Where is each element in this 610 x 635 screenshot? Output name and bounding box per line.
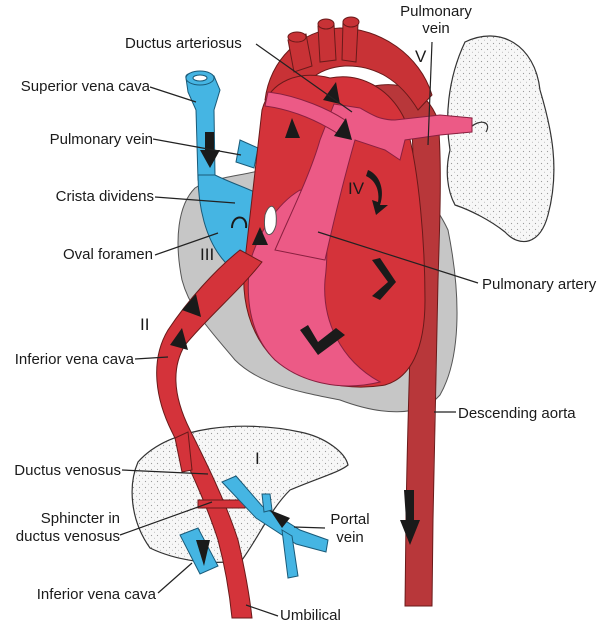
- label-inferior-vena-cava-upper: Inferior vena cava: [14, 351, 134, 368]
- label-oval-foramen: Oval foramen: [62, 246, 153, 263]
- crista-hook: [231, 216, 248, 229]
- lung: [446, 35, 555, 242]
- arrow-lv-up: [285, 118, 300, 138]
- flow-arrows: [170, 82, 420, 566]
- label-portal-vein-line2: vein: [336, 529, 364, 546]
- ductus-venosus-branch: [174, 431, 193, 473]
- label-portal-vein-line1: Portal: [330, 511, 370, 528]
- pulmonary-trunk: [274, 103, 473, 261]
- arrow-ra: [252, 227, 268, 245]
- label-pulmonary-vein-top-line2: vein: [422, 20, 450, 37]
- numeral-iii: III: [200, 245, 215, 264]
- label-ductus-arteriosus: Ductus arteriosus: [125, 35, 242, 52]
- arrow-ivc-lower: [196, 540, 210, 566]
- great-vessel-2: [317, 23, 337, 63]
- superior-vena-cava: [185, 71, 221, 181]
- arrow-svc: [200, 132, 220, 168]
- portal-vein-vessel: [221, 475, 329, 553]
- arrow-lv-right: [366, 170, 388, 215]
- numeral-iv: IV: [348, 179, 365, 198]
- label-inferior-vena-cava-lower: Inferior vena cava: [36, 586, 156, 603]
- numeral-v: V: [415, 47, 427, 66]
- arrow-lv-lower: [372, 258, 396, 300]
- sphincter-branch: [197, 499, 246, 509]
- portal-vein-branch-2: [281, 529, 299, 579]
- label-sphincter-line1: Sphincter in: [40, 510, 120, 527]
- label-ductus-venosus: Ductus venosus: [14, 462, 121, 479]
- leader-lines: [119, 41, 479, 617]
- label-pulmonary-artery: Pulmonary artery: [482, 276, 597, 293]
- arrow-arch: [323, 82, 340, 104]
- label-sphincter-line2: ductus venosus: [15, 528, 120, 545]
- portal-vein-branch-1: [261, 493, 273, 513]
- label-superior-vena-cava: Superior vena cava: [20, 78, 150, 95]
- great-vessel-3: [341, 21, 359, 63]
- label-umbilical: Umbilical: [280, 607, 341, 624]
- arrow-ivc-mid: [182, 294, 201, 317]
- label-descending-aorta: Descending aorta: [458, 405, 576, 422]
- oval-foramen-hole: [263, 205, 277, 235]
- arrow-portal: [270, 510, 290, 528]
- label-pulmonary-vein-top-line1: Pulmonary: [400, 3, 472, 20]
- arrow-rv: [300, 325, 345, 355]
- label-crista-dividens: Crista dividens: [55, 188, 154, 205]
- lung-bronchus-hook: [469, 121, 489, 133]
- pulmonary-vein-left-vessel: [235, 139, 259, 169]
- arrow-ivc-upper: [170, 328, 188, 350]
- numeral-ii: II: [140, 315, 150, 334]
- inferior-vena-cava-lower-vessel: [179, 527, 219, 575]
- label-pulmonary-vein-left: Pulmonary vein: [49, 131, 153, 148]
- arrow-aorta-down: [400, 490, 420, 545]
- arrow-pulm-art: [334, 118, 352, 140]
- numeral-i: I: [255, 449, 260, 468]
